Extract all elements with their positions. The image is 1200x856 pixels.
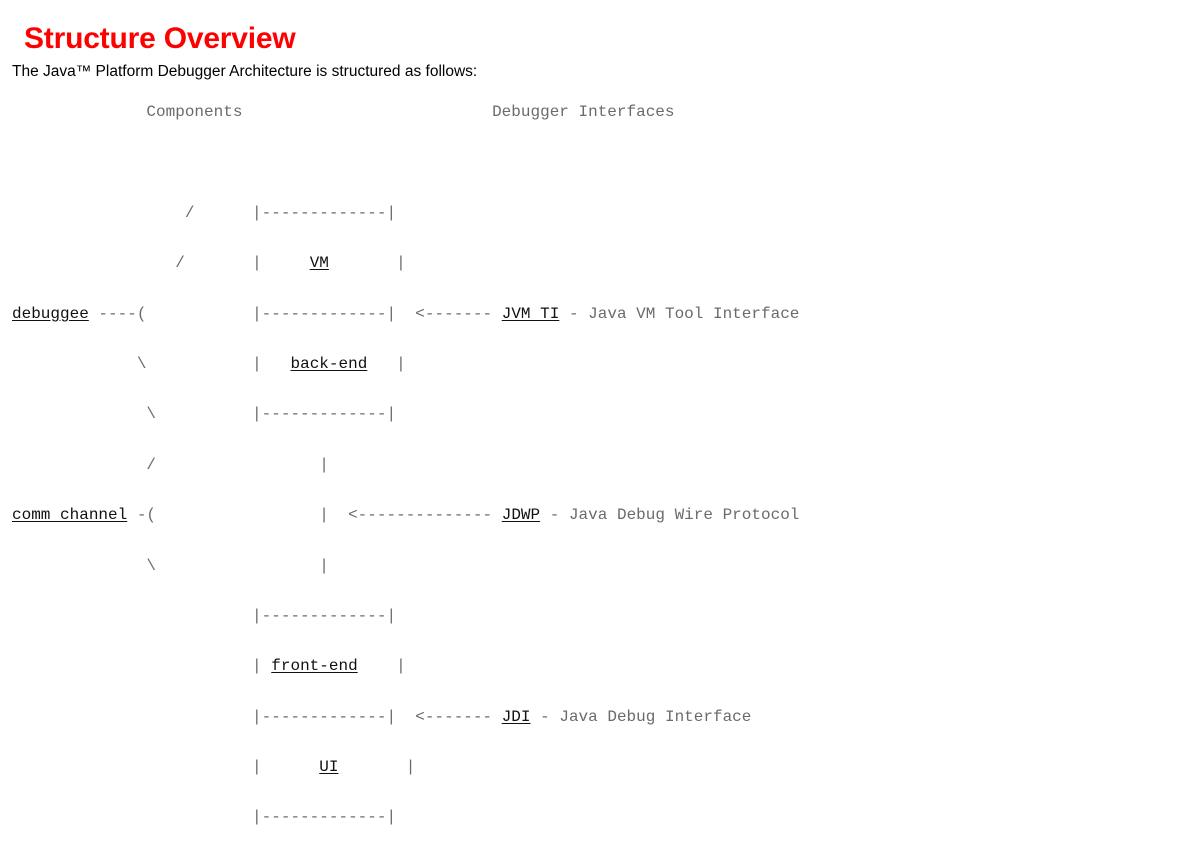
link-jdi[interactable]: JDI: [501, 707, 531, 726]
debuggee-connector: ----(: [98, 304, 147, 323]
page-subtitle: The Java™ Platform Debugger Architecture…: [12, 63, 478, 80]
branch-up-icon: /: [175, 254, 185, 273]
diagram-row-comm-channel: comm channel -( | <-------------- JDWP -…: [12, 503, 799, 528]
page-title: Structure Overview: [24, 22, 296, 55]
spine: |: [319, 556, 329, 575]
box-rule: |-------------|: [252, 808, 397, 827]
box-rule: |-------------|: [252, 707, 397, 726]
diagram-row-vm-cell: / | VM |: [12, 251, 799, 276]
diagram-row-debuggee: debuggee ----( |-------------| <------- …: [12, 302, 799, 327]
link-comm-channel[interactable]: comm channel: [12, 506, 128, 525]
debugger-interfaces-column-header: Debugger Interfaces: [492, 103, 675, 121]
structure-overview-page: Structure Overview The Java™ Platform De…: [12, 22, 799, 826]
diagram-row-frontend-cell: | front-end |: [12, 654, 799, 679]
diagram-row-spine-lower: \ |: [12, 554, 799, 579]
branch-down-icon: \: [136, 354, 147, 373]
link-ui[interactable]: UI: [319, 758, 339, 777]
box-rule: |-------------|: [252, 304, 397, 323]
branch-down-icon: \: [146, 556, 157, 575]
diagram-row-ui-box-top: |-------------| <------- JDI - Java Debu…: [12, 705, 799, 730]
diagram-row-spine-upper: / |: [12, 453, 799, 478]
jdwp-dash: -: [549, 506, 560, 525]
link-vm[interactable]: VM: [309, 254, 329, 273]
branch-down-icon: \: [146, 405, 157, 424]
box-side: |: [396, 254, 406, 273]
box-side: |: [405, 758, 416, 777]
box-rule: |-------------|: [252, 203, 397, 222]
link-debuggee[interactable]: debuggee: [12, 304, 89, 323]
jpda-structure-ascii-diagram: Components Debugger Interfaces / |------…: [12, 100, 799, 856]
spine: |: [319, 506, 329, 525]
box-side: |: [252, 758, 262, 777]
box-side: |: [396, 657, 406, 676]
link-back-end[interactable]: back-end: [290, 354, 368, 373]
diagram-row-ui-cell: | UI |: [12, 755, 799, 780]
box-side: |: [252, 254, 262, 273]
components-column-header: Components: [146, 103, 243, 121]
box-rule: |-------------|: [252, 606, 397, 625]
diagram-row-frontend-box-top: |-------------|: [12, 604, 799, 629]
box-side: |: [252, 354, 262, 373]
comm-channel-connector: -(: [136, 506, 157, 525]
jdi-description: Java Debug Interface: [559, 707, 752, 726]
link-front-end[interactable]: front-end: [271, 657, 358, 676]
arrow-jdwp: <--------------: [348, 506, 493, 525]
link-jvm-ti[interactable]: JVM TI: [501, 304, 560, 323]
jvmti-dash: -: [568, 304, 579, 323]
spine: |: [319, 455, 329, 474]
box-rule: |-------------|: [252, 405, 397, 424]
arrow-jvmti: <-------: [415, 304, 493, 323]
diagram-row-headers: Components Debugger Interfaces: [12, 100, 799, 125]
diagram-row-ui-box-bottom: |-------------|: [12, 805, 799, 830]
link-jdwp[interactable]: JDWP: [501, 506, 541, 525]
diagram-row-blank: [12, 150, 799, 175]
box-side: |: [252, 657, 262, 676]
branch-up-icon: /: [184, 203, 195, 222]
jdi-dash: -: [540, 707, 550, 726]
arrow-jdi: <-------: [415, 707, 493, 726]
box-side: |: [396, 354, 406, 373]
diagram-row-backend-box-bottom: \ |-------------|: [12, 402, 799, 427]
jvmti-description: Java VM Tool Interface: [588, 304, 800, 323]
branch-up-icon: /: [146, 455, 157, 474]
diagram-row-vm-box-top: / |-------------|: [12, 201, 799, 226]
jdwp-description: Java Debug Wire Protocol: [568, 506, 800, 525]
diagram-row-backend-cell: \ | back-end |: [12, 352, 799, 377]
